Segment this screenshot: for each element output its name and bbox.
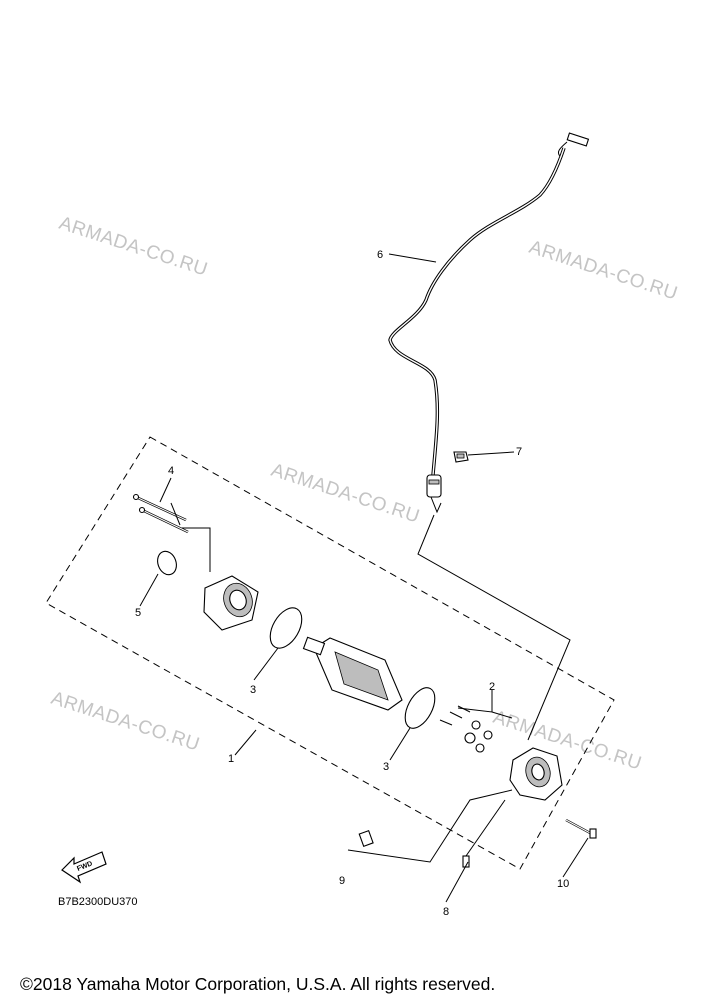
- callout-1: 1: [228, 753, 234, 765]
- callout-2: 2: [489, 681, 495, 693]
- callout-10: 10: [557, 878, 569, 890]
- leader-lines: [139, 253, 589, 903]
- callout-7: 7: [516, 446, 522, 458]
- clamp-bolt: [453, 451, 469, 463]
- o-ring-lower: [404, 687, 436, 729]
- copyright-text: ©2018 Yamaha Motor Corporation, U.S.A. A…: [20, 974, 495, 994]
- o-ring-small: [157, 550, 177, 576]
- front-cover: [203, 575, 259, 631]
- callout-6: 6: [377, 249, 383, 261]
- bolt: [565, 818, 597, 839]
- callout-3-upper: 3: [250, 684, 256, 696]
- callout-8: 8: [443, 906, 449, 918]
- watermark: ARMADA-CO.RU: [56, 213, 210, 281]
- callout-9: 9: [339, 875, 345, 887]
- rear-cover: [509, 747, 563, 801]
- watermark: ARMADA-CO.RU: [526, 237, 680, 305]
- callout-3-lower: 3: [383, 761, 389, 773]
- watermark: ARMADA-CO.RU: [48, 688, 202, 756]
- starter-cable: [388, 132, 590, 514]
- diagram-code: B7B2300DU370: [58, 896, 138, 908]
- screw: [358, 829, 374, 847]
- brush-set: [439, 705, 493, 753]
- long-bolts: [132, 493, 189, 534]
- fwd-arrow-icon: FWD: [61, 851, 107, 884]
- callout-4: 4: [168, 465, 174, 477]
- motor-yoke: [302, 636, 403, 711]
- assembly-boundary: [45, 436, 615, 870]
- callouts: 1 2 3 3 4 5 6 7 8 9 10: [135, 249, 569, 918]
- o-ring-upper: [269, 607, 303, 649]
- callout-5: 5: [135, 607, 141, 619]
